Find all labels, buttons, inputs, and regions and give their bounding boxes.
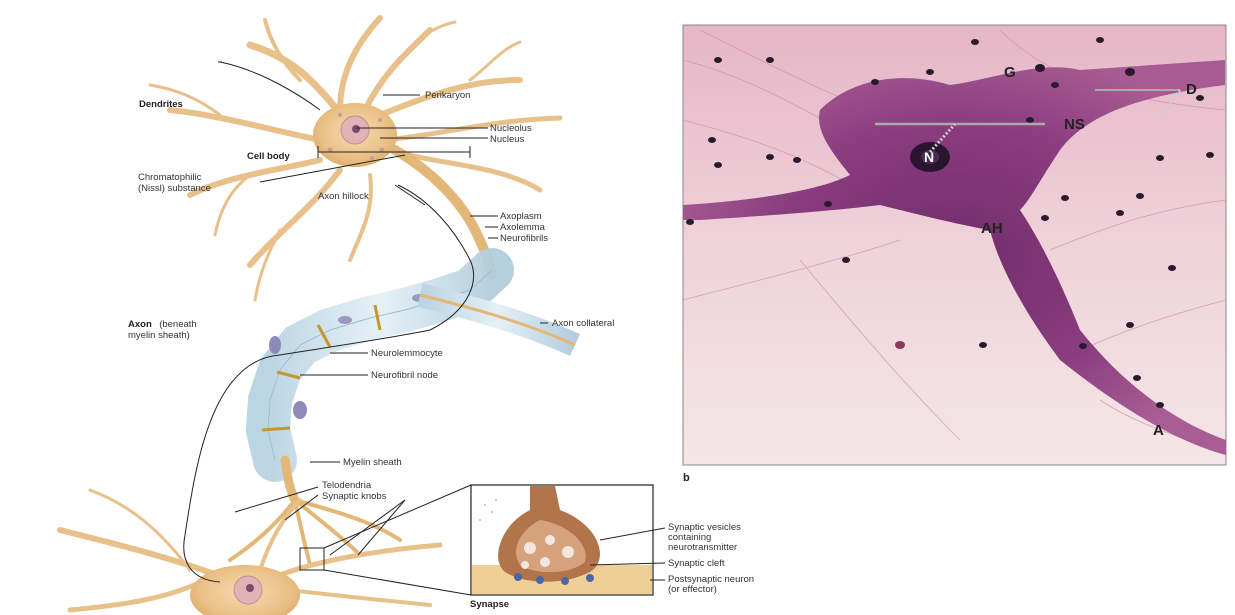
label-axolemma: Axolemma — [500, 222, 546, 233]
micro-label-a: A — [1153, 422, 1164, 439]
label-nucleus: Nucleus — [490, 134, 525, 145]
label-axon-hillock: Axon hillock — [318, 191, 369, 202]
label-axon-beneath: (beneath — [159, 319, 197, 330]
label-neurolemmocyte: Neurolemmocyte — [371, 348, 443, 359]
postsynaptic-cell — [60, 490, 440, 615]
telodendria — [230, 500, 400, 565]
label-neurofibrils: Neurofibrils — [500, 233, 548, 244]
label-neurotransmitter: neurotransmitter — [668, 542, 737, 553]
label-synapse: Synapse — [470, 599, 509, 610]
panel-letter-b: b — [683, 472, 690, 484]
label-nucleolus: Nucleolus — [490, 123, 532, 134]
label-myelin-sheath: Myelin sheath — [343, 457, 402, 468]
micrograph-panel: G D NS N AH A b — [683, 25, 1226, 484]
synapse-inset — [471, 485, 653, 595]
label-axon-bold: Axon — [128, 319, 152, 330]
label-axon-collateral: Axon collateral — [552, 318, 614, 329]
micro-label-n: N — [924, 149, 934, 165]
label-perikaryon: Perikaryon — [425, 90, 470, 101]
micro-label-ns: NS — [1064, 116, 1085, 133]
label-neurofibril-node: Neurofibril node — [371, 370, 438, 381]
micro-label-d: D — [1186, 81, 1197, 98]
label-axon-myelin: myelin sheath) — [128, 330, 190, 341]
label-dendrites: Dendrites — [139, 99, 183, 110]
micro-label-ah: AH — [981, 220, 1003, 237]
neuron-illustration: Dendrites Perikaryon Nucleolus Nucleus C… — [60, 18, 754, 615]
label-axon: Axon (beneath — [128, 314, 197, 331]
label-or-effector: (or effector) — [668, 584, 717, 595]
label-telodendria: Telodendria — [322, 480, 372, 491]
label-cell-body: Cell body — [247, 151, 290, 162]
label-chromatophilic: Chromatophilic — [138, 172, 202, 183]
label-synaptic-knobs: Synaptic knobs — [322, 491, 387, 502]
micro-label-g: G — [1004, 64, 1016, 81]
label-axoplasm: Axoplasm — [500, 211, 542, 222]
nucleolus — [352, 125, 360, 133]
label-synaptic-cleft: Synaptic cleft — [668, 558, 725, 569]
label-nissl-substance: (Nissl) substance — [138, 183, 211, 194]
